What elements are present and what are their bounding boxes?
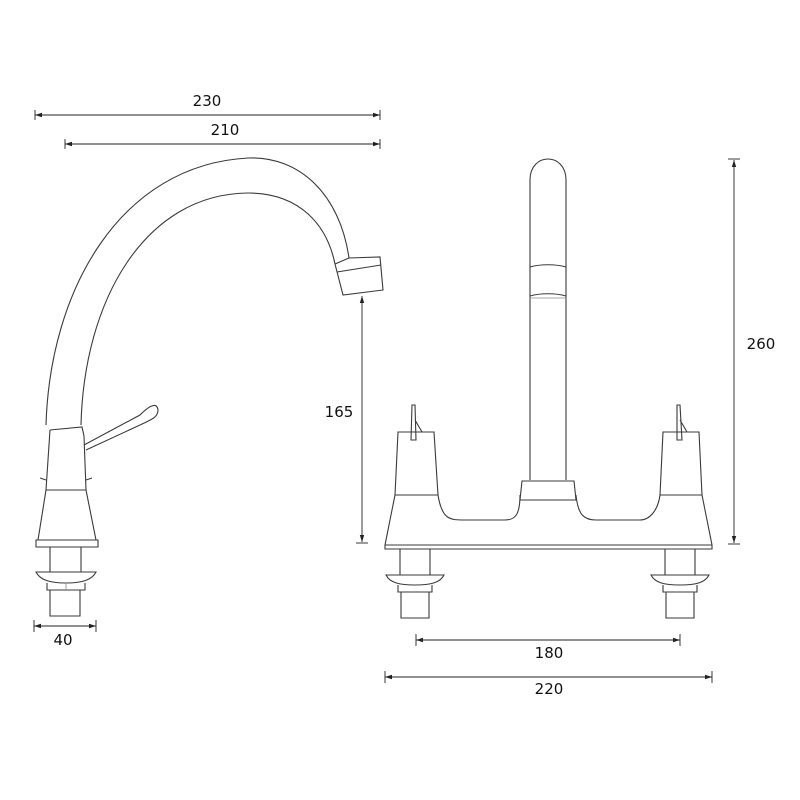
spout — [45, 157, 384, 426]
front-body — [384, 404, 713, 550]
dimension-210: 210 — [64, 121, 381, 149]
front-view: 260 180 220 — [384, 158, 776, 698]
side-view: 230 210 165 40 — [33, 92, 384, 649]
dim-165-label: 165 — [325, 403, 354, 421]
dimension-180: 180 — [415, 634, 681, 662]
dimension-165: 165 — [325, 296, 368, 544]
dimension-40: 40 — [33, 620, 97, 649]
dim-220-label: 220 — [535, 680, 564, 698]
side-body — [35, 404, 159, 617]
dim-180-label: 180 — [535, 644, 564, 662]
dim-230-label: 230 — [193, 92, 222, 110]
front-shanks — [385, 549, 710, 619]
dim-40-label: 40 — [53, 631, 72, 649]
dimension-220: 220 — [384, 671, 713, 698]
front-spout — [529, 158, 567, 480]
dim-260-label: 260 — [747, 335, 776, 353]
dimension-230: 230 — [34, 92, 381, 120]
dim-210-label: 210 — [211, 121, 240, 139]
dimension-260: 260 — [728, 158, 776, 545]
